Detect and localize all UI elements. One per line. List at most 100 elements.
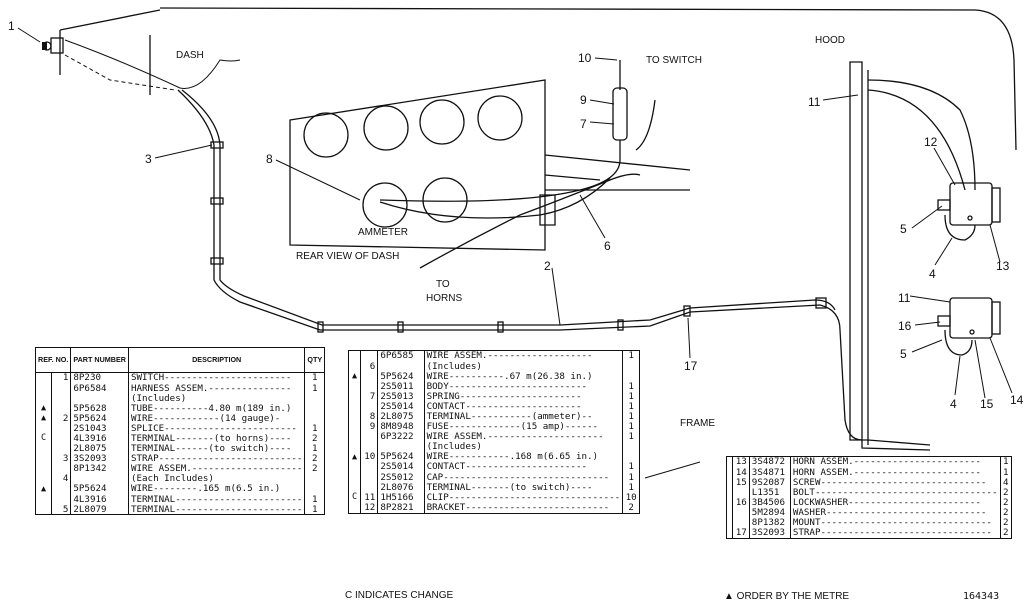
qty-cell: 1	[628, 421, 634, 433]
ref-cell: 14	[732, 467, 750, 478]
description-cell: WIRE--------.165 m(6.5 in.)	[128, 484, 306, 495]
description-cell: (Each Includes)	[128, 473, 306, 485]
part-number-cell: 8P2821	[377, 502, 425, 513]
ref-cell	[732, 487, 750, 498]
part-number-cell: 5P5628	[70, 403, 129, 414]
description-cell: HORN ASSEM.-----------------------	[790, 456, 1001, 468]
qty-cell: 2	[312, 453, 318, 465]
qty-cell: 1	[1002, 456, 1009, 468]
description-cell: TERMINAL-------(to switch)----	[424, 482, 624, 493]
mark-cell: ▲	[35, 484, 53, 495]
dash-line	[64, 39, 241, 89]
description-cell: SPRING----------------------	[424, 391, 624, 402]
mark-cell: C	[348, 492, 362, 503]
mark-cell	[348, 482, 362, 493]
ref-cell	[51, 463, 72, 474]
ref-cell	[51, 494, 72, 505]
part-number-cell: 4L3916	[70, 494, 129, 505]
qty-cell: 2	[1002, 486, 1009, 498]
ref-cell: 3	[51, 453, 72, 464]
part-number-cell: 3B4506	[749, 497, 791, 508]
horn-upper	[937, 182, 1001, 241]
part-number-cell: 3S4871	[749, 467, 791, 478]
part-number-cell: 1H5166	[377, 492, 425, 503]
mark-cell: ▲	[35, 403, 53, 414]
wire-6	[379, 177, 611, 219]
part-number-cell: 2L8075	[377, 411, 425, 422]
description-cell: WIRE-----------.168 m(6.65 in.)	[424, 451, 624, 463]
hood-outline	[159, 7, 1017, 151]
description-cell: TUBE----------4.80 m(189 in.)	[128, 403, 306, 414]
mark-cell: ▲	[348, 451, 362, 463]
part-number-cell: 5P5624	[377, 371, 425, 382]
qty-cell: 10	[625, 491, 637, 503]
ref-cell: 1	[51, 372, 72, 384]
ref-cell	[360, 441, 379, 452]
description-cell: BRACKET--------------------------	[424, 502, 624, 513]
order-by-metre-note: ▲ ORDER BY THE METRE	[724, 591, 850, 602]
mark-cell	[726, 477, 734, 488]
loose-wire	[635, 99, 656, 151]
part-number-cell: 6P6584	[70, 383, 129, 394]
qty-cell	[305, 474, 325, 484]
callout: 15	[980, 397, 994, 411]
callout: 5	[900, 222, 907, 236]
description-cell: BOLT---------------------------------	[790, 487, 1001, 498]
switch-wire	[379, 60, 621, 202]
part-number-cell: 3S2093	[749, 527, 791, 539]
qty-cell: 1	[628, 461, 634, 473]
part-number-cell: L1351	[749, 487, 791, 498]
ref-cell	[360, 381, 379, 392]
part-number-cell: 2L8079	[70, 504, 129, 515]
description-cell: WIRE ASSEM.-------------------	[424, 350, 624, 362]
frame-rails	[544, 154, 691, 191]
callout: 8	[266, 152, 273, 166]
mark-cell	[35, 463, 53, 474]
mark-cell	[348, 462, 362, 473]
gauges	[303, 95, 523, 228]
part-number-cell: 8P1342	[70, 463, 129, 474]
qty-cell: 1	[628, 431, 634, 443]
callout: 16	[898, 319, 912, 333]
table-leader	[644, 461, 701, 479]
mark-cell	[348, 391, 362, 402]
description-cell: TERMINAL-----------------------	[128, 504, 306, 515]
description-cell: SPLICE------------------------	[128, 423, 306, 434]
description-cell: (Includes)	[424, 361, 624, 372]
mark-cell	[348, 401, 362, 412]
ref-cell: 17	[732, 527, 750, 539]
qty-cell: 4	[1002, 476, 1009, 488]
label-to-horns-1: TO	[436, 279, 450, 290]
mark-cell	[35, 473, 53, 485]
mark-cell	[726, 487, 734, 498]
callout: 9	[580, 93, 587, 107]
header-description: DESCRIPTION	[128, 347, 306, 373]
mark-cell	[348, 411, 362, 422]
label-to-horns-2: HORNS	[426, 293, 462, 304]
qty-cell	[305, 393, 325, 403]
qty-cell	[305, 413, 325, 423]
ref-cell: 7	[360, 391, 379, 402]
mark-cell	[35, 504, 53, 515]
part-number-cell: 5M2894	[749, 507, 791, 518]
ref-cell	[360, 371, 379, 382]
description-cell: (Includes)	[424, 441, 624, 452]
description-cell: HORN ASSEM.-----------------------	[790, 467, 1001, 478]
description-cell: (Includes)	[128, 393, 306, 404]
mark-cell	[726, 517, 734, 528]
part-number-cell	[377, 361, 425, 372]
qty-cell: 1	[312, 503, 318, 515]
mark-cell	[35, 443, 53, 454]
description-cell: STRAP--------------------------	[128, 453, 306, 464]
